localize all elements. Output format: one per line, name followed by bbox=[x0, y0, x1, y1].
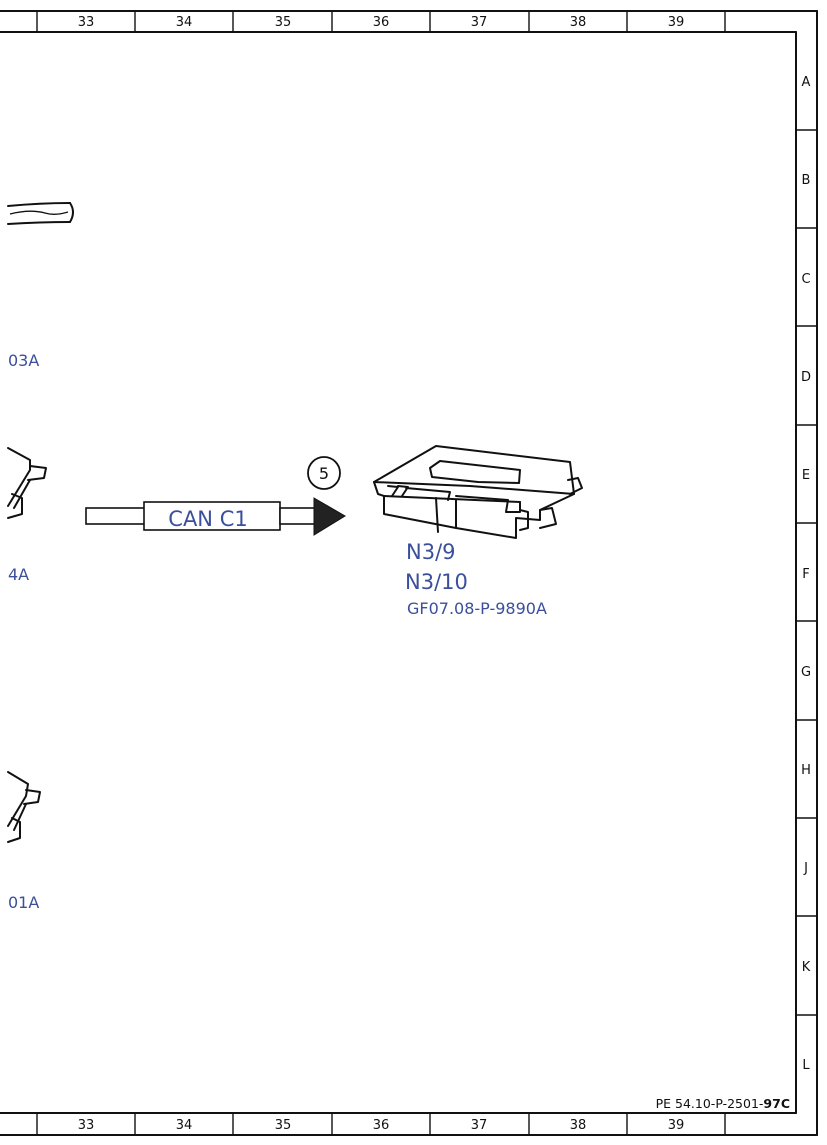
partial-connector-icon bbox=[7, 202, 74, 225]
col-label-top: 39 bbox=[668, 15, 685, 30]
row-dividers bbox=[796, 129, 817, 1016]
col-label-top: 38 bbox=[570, 15, 587, 30]
can-bus-label-box bbox=[143, 501, 281, 531]
can-bus-label: CAN C1 bbox=[168, 507, 247, 531]
row-label: K bbox=[802, 960, 811, 975]
top-column-dividers bbox=[36, 11, 726, 32]
row-label: E bbox=[802, 468, 810, 483]
partial-module-icon bbox=[7, 771, 41, 843]
col-label-top: 34 bbox=[176, 15, 193, 30]
col-label-bottom: 38 bbox=[570, 1118, 587, 1133]
top-column-labels: 33 34 35 36 37 38 39 bbox=[78, 15, 685, 30]
document-id-prefix: PE 54.10-P-2501- bbox=[656, 1096, 764, 1111]
row-label: L bbox=[802, 1058, 810, 1073]
bottom-column-labels: 33 34 35 36 37 38 39 bbox=[78, 1118, 685, 1133]
partial-label: 03A bbox=[8, 351, 39, 370]
control-unit-icon bbox=[373, 445, 583, 539]
drawing-frame bbox=[0, 10, 818, 1136]
col-label-top: 36 bbox=[373, 15, 390, 30]
row-label: J bbox=[803, 861, 808, 876]
row-label: A bbox=[802, 75, 811, 90]
module-reference-link[interactable]: GF07.08-P-9890A bbox=[407, 599, 547, 618]
row-label: F bbox=[802, 567, 809, 582]
partial-module-icon bbox=[7, 447, 47, 519]
row-label: G bbox=[801, 665, 811, 680]
col-label-bottom: 39 bbox=[668, 1118, 685, 1133]
partial-label: 4A bbox=[8, 565, 29, 584]
col-label-top: 33 bbox=[78, 15, 95, 30]
row-label: D bbox=[801, 370, 811, 385]
col-label-bottom: 37 bbox=[471, 1118, 488, 1133]
col-label-bottom: 36 bbox=[373, 1118, 390, 1133]
col-label-bottom: 33 bbox=[78, 1118, 95, 1133]
document-id: PE 54.10-P-2501-97C bbox=[656, 1096, 790, 1111]
partial-label: 01A bbox=[8, 893, 39, 912]
row-label: C bbox=[801, 272, 810, 287]
row-label: B bbox=[802, 173, 811, 188]
callout-marker: 5 bbox=[307, 456, 341, 490]
col-label-bottom: 35 bbox=[275, 1118, 292, 1133]
bottom-column-dividers bbox=[36, 1113, 726, 1135]
col-label-top: 35 bbox=[275, 15, 292, 30]
row-labels: A B C D E F G H J K L bbox=[801, 75, 811, 1073]
can-bus-line bbox=[85, 497, 346, 536]
row-label: H bbox=[801, 763, 811, 778]
col-label-top: 37 bbox=[471, 15, 488, 30]
module-label-n3-10: N3/10 bbox=[405, 570, 468, 594]
callout-number: 5 bbox=[319, 464, 329, 483]
document-id-suffix: 97C bbox=[763, 1096, 790, 1111]
arrow-head-icon bbox=[313, 497, 346, 536]
col-label-bottom: 34 bbox=[176, 1118, 193, 1133]
module-label-n3-9: N3/9 bbox=[406, 540, 456, 564]
